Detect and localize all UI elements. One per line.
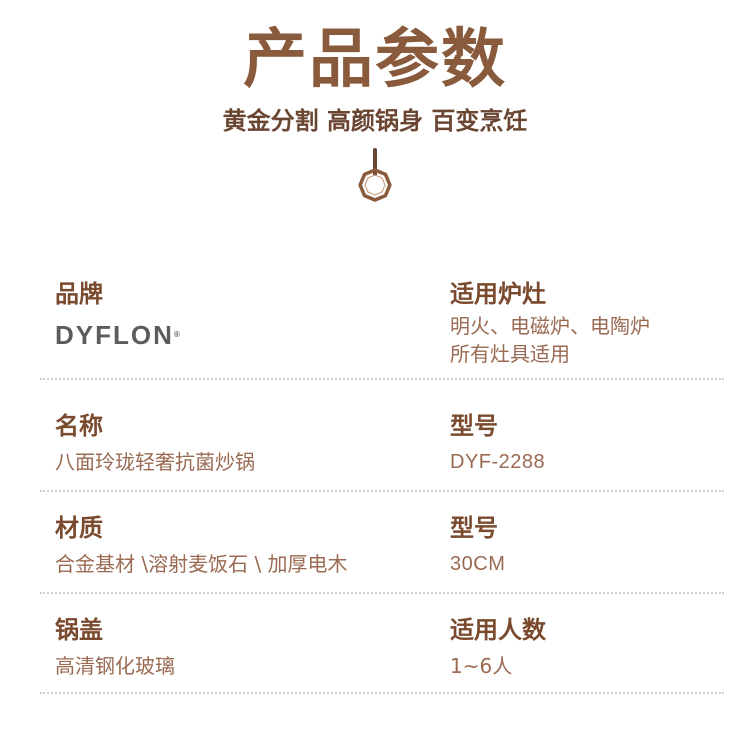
stove-label: 适用炉灶 [450,280,546,308]
spec-row-name: 名称 八面玲珑轻奢抗菌炒锅 型号 DYF-2288 [40,380,724,492]
dyflon-logo: DYFLON® [55,320,180,350]
brand-cell: 品牌 DYFLON® [55,278,180,350]
name-label: 名称 [55,412,103,440]
page-subtitle: 黄金分割 高颜锅身 百变烹饪 [222,107,528,135]
lid-value: 高清钢化玻璃 [55,654,175,678]
material-cell: 材质 合金基材 \溶射麦饭石 \ 加厚电木 [55,512,348,578]
material-label: 材质 [55,514,103,542]
lid-label: 锅盖 [55,616,103,644]
brand-label: 品牌 [55,280,103,308]
spec-row-material: 材质 合金基材 \溶射麦饭石 \ 加厚电木 型号 30CM [40,492,724,594]
name-value: 八面玲珑轻奢抗菌炒锅 [55,450,255,474]
spec-row-lid: 锅盖 高清钢化玻璃 适用人数 1~6人 [40,594,724,694]
size-cell: 型号 30CM [450,512,720,578]
stove-cell: 适用炉灶 明火、电磁炉、电陶炉 所有灶具适用 [450,278,720,368]
size-label: 型号 [450,514,498,542]
model-value: DYF-2288 [450,451,546,473]
row-divider [40,592,724,594]
row-divider [40,490,724,492]
servings-label: 适用人数 [450,616,546,644]
model-label: 型号 [450,412,498,440]
size-value: 30CM [450,553,506,575]
row-divider [40,378,724,380]
lid-cell: 锅盖 高清钢化玻璃 [55,614,175,680]
servings-value: 1~6人 [450,654,513,678]
spec-row-brand: 品牌 DYFLON® 适用炉灶 明火、电磁炉、电陶炉 所有灶具适用 [40,270,724,380]
page-title: 产品参数 [243,23,507,97]
model-cell: 型号 DYF-2288 [450,410,720,476]
name-cell: 名称 八面玲珑轻奢抗菌炒锅 [55,410,255,476]
servings-cell: 适用人数 1~6人 [450,614,720,680]
stove-value-line-2: 所有灶具适用 [450,342,570,366]
stove-value-line-1: 明火、电磁炉、电陶炉 [450,314,650,338]
material-value: 合金基材 \溶射麦饭石 \ 加厚电木 [55,552,348,576]
row-divider [40,692,724,694]
octagon-pan-icon [358,148,392,202]
